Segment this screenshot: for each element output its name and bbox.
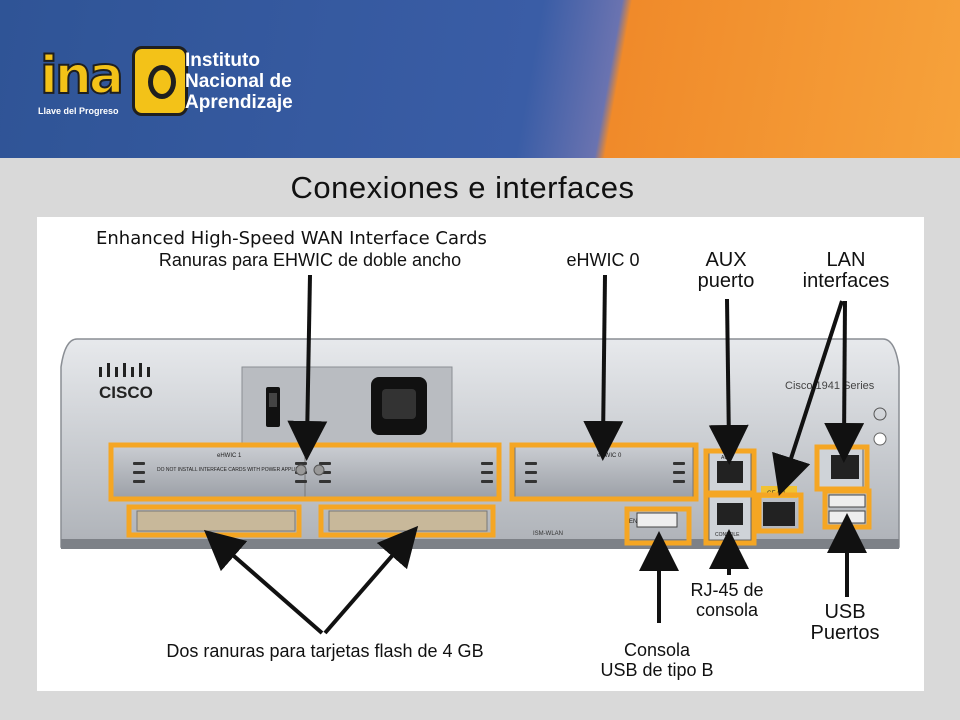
ge-port-icon [763, 502, 795, 526]
callout-rj45-line: consola [695, 600, 759, 620]
institution-line: Nacional de [185, 71, 292, 92]
console-port-label: CONSOLE [715, 532, 740, 538]
institution-line: Aprendizaje [185, 92, 293, 113]
en-label: EN [629, 519, 637, 525]
callout-aux-line: AUX [705, 249, 747, 271]
institution-line: Instituto [185, 50, 260, 71]
router-diagram: CISCO Cisco 1941 Series eHWIC 1 DO NOT I… [60, 274, 900, 635]
logo-wordmark: ina [39, 45, 125, 107]
institution-name: Instituto Nacional de Aprendizaje [185, 50, 315, 113]
ground-icon [873, 407, 887, 421]
callout-usb-ports: USB Puertos [795, 602, 895, 644]
ina-logo: ina Llave del Progreso Instituto Naciona… [32, 44, 312, 124]
logo-key-icon [132, 46, 188, 116]
callout-usb-console-line: USB de tipo B [600, 660, 714, 680]
callout-usb-line: USB [824, 601, 866, 623]
ehwic0-card-label: eHWIC 0 [597, 453, 622, 459]
card-warning-text: DO NOT INSTALL INTERFACE CARDS WITH POWE… [157, 467, 303, 473]
console-port-icon [717, 503, 743, 525]
callout-usb-console-line: Consola [623, 640, 691, 660]
usb-port-icon [828, 510, 866, 524]
callout-lan-line: interfaces [802, 270, 890, 292]
callout-ehwic0: eHWIC 0 [566, 250, 640, 270]
series-label: Cisco 1941 Series [785, 380, 875, 392]
usb-port-icon [828, 494, 866, 508]
aux-port-icon [717, 461, 743, 483]
callout-lan: LAN interfaces [786, 250, 906, 292]
callout-arrows [203, 274, 867, 635]
lan-port-icon [831, 455, 859, 479]
callout-lan-line: LAN [826, 249, 866, 271]
callout-flash: Dos ranuras para tarjetas flash de 4 GB [166, 641, 484, 661]
callout-rj45: RJ-45 de consola [672, 580, 782, 620]
ism-label: ISM-WLAN [533, 531, 563, 537]
callout-rj45-line: RJ-45 de [690, 580, 764, 600]
callout-aux-line: puerto [697, 270, 755, 292]
callout-double-wide: Ranuras para EHWIC de doble ancho [158, 250, 462, 270]
cisco-brand-text: CISCO [99, 383, 153, 402]
header-banner: ina Llave del Progreso Instituto Naciona… [0, 0, 960, 158]
flash-slot-0 [136, 510, 296, 532]
callout-usb-line: Puertos [810, 622, 880, 644]
overlay-subtitle: Enhanced High-Speed WAN Interface Cards [96, 228, 487, 249]
aux-port-label: AUX [721, 455, 732, 461]
ehwic1-card-label: eHWIC 1 [217, 453, 242, 459]
cisco-logo-icon [99, 363, 150, 377]
usb-b-port-icon [636, 512, 678, 528]
callout-usb-console: Consola USB de tipo B [582, 640, 732, 680]
logo-slogan: Llave del Progreso [38, 106, 119, 116]
slide-title: Conexiones e interfaces [290, 170, 635, 205]
callout-aux: AUX puerto [676, 250, 776, 292]
flash-slot-1 [328, 510, 488, 532]
